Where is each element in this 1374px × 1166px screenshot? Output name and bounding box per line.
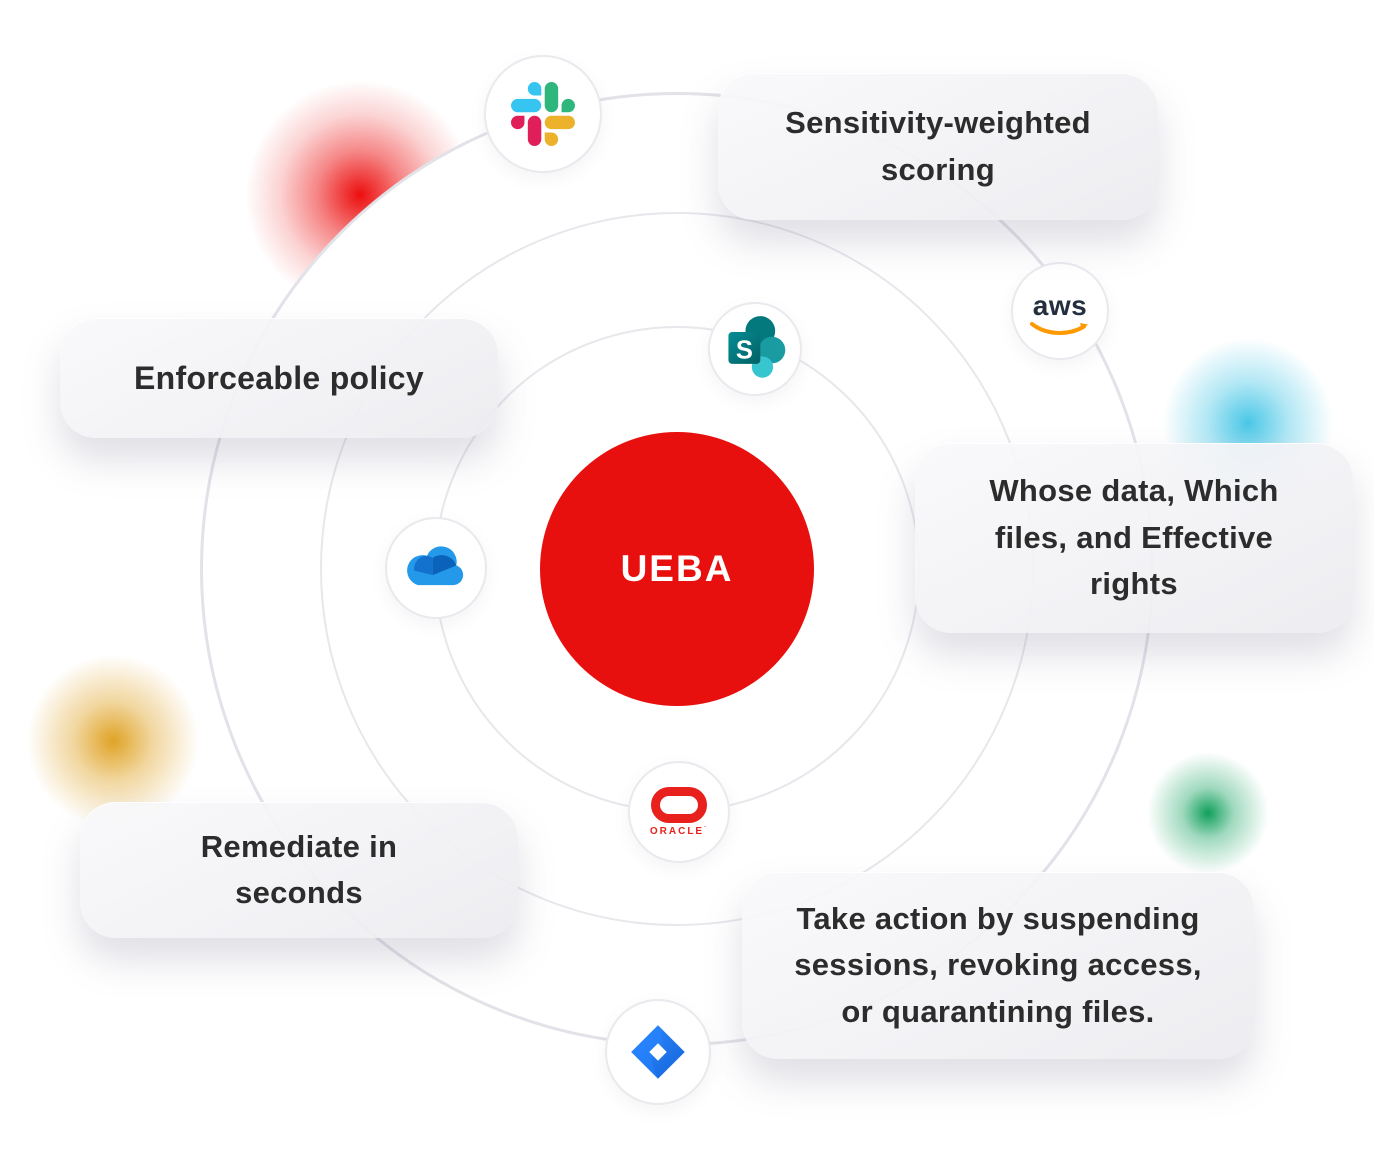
callout-sensitivity-weighted-scoring: Sensitivity-weighted scoring [718,73,1158,220]
callout-remediate-in-seconds: Remediate in seconds [80,802,518,938]
callout-take-action: Take action by suspending sessions, revo… [742,872,1254,1059]
callout-text: Enforceable policy [134,360,424,396]
sharepoint-icon: S [728,316,786,378]
slack-badge [484,55,602,173]
ueba-core-label: UEBA [620,548,734,589]
callout-whose-data-which-files: Whose data, Which files, and Effective r… [915,443,1353,633]
callout-text: Take action by suspending sessions, revo… [794,900,1202,1029]
ueba-core-circle: UEBA [540,432,814,706]
oracle-trademark: ´ [704,827,709,833]
slack-icon [511,82,575,146]
callout-text: Sensitivity-weighted scoring [785,105,1091,187]
jira-badge [605,999,711,1105]
aws-smile-icon [1030,321,1088,335]
callout-enforceable-policy: Enforceable policy [60,318,498,438]
aws-badge: aws [1011,262,1109,360]
onedrive-icon [407,546,464,586]
callout-text: Remediate in seconds [200,828,398,911]
oracle-badge: ORACLE´ [628,761,730,863]
oracle-wordmark: ORACLE´ [649,826,709,837]
sharepoint-letter: S [736,337,753,365]
callout-text: Whose data, Which files, and Effective r… [989,473,1279,602]
onedrive-badge [385,517,487,619]
oracle-icon [651,787,707,823]
aws-wordmark: aws [1032,289,1088,321]
sharepoint-badge: S [708,302,802,396]
jira-icon [631,1025,685,1079]
